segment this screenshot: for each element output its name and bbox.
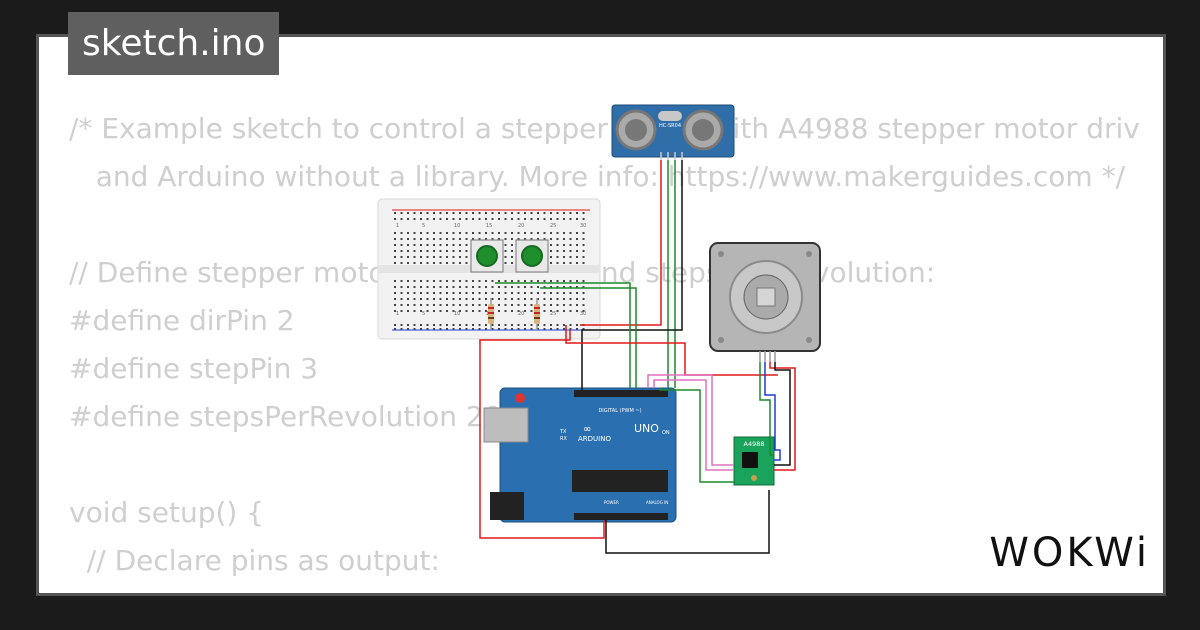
on-led-label: ON <box>662 430 670 436</box>
infinity-logo: ∞ <box>583 424 591 435</box>
power-label: POWER <box>604 500 619 505</box>
breadboard-col-label: 30 <box>580 311 586 317</box>
wokwi-logo: WOKWi <box>989 530 1150 576</box>
code-line: and Arduino without a library. More info… <box>69 160 1126 193</box>
breadboard-col-label: 10 <box>454 223 460 229</box>
breadboard-col-label: 15 <box>486 223 492 229</box>
resistor-2[interactable] <box>534 298 540 330</box>
breadboard-col-label: 10 <box>454 311 460 317</box>
analog-label: ANALOG IN <box>646 500 668 505</box>
a4988-driver[interactable]: A4988 <box>733 436 775 486</box>
breadboard-col-label: 20 <box>518 223 524 229</box>
tx-label: TX <box>559 429 567 435</box>
code-line: #define stepsPerRevolution 200 <box>69 400 520 433</box>
breadboard-col-label: 25 <box>550 311 556 317</box>
stepper-motor[interactable] <box>709 242 821 362</box>
code-line: // Declare pins as output: <box>69 544 440 577</box>
digital-header-label: DIGITAL (PWM ~) <box>598 408 641 414</box>
pushbutton-1[interactable] <box>470 239 504 273</box>
ultrasonic-label: HC-SR04 <box>659 123 681 129</box>
driver-label: A4988 <box>744 440 765 448</box>
rx-label: RX <box>560 436 567 442</box>
ultrasonic-sensor[interactable]: HC-SR04 <box>611 104 735 160</box>
arduino-model: UNO <box>634 422 659 435</box>
breadboard-col-label: 1 <box>396 223 399 229</box>
code-line: #define stepPin 3 <box>69 352 319 385</box>
breadboard-col-label: 25 <box>550 223 556 229</box>
breadboard-col-label: 5 <box>422 223 425 229</box>
wires <box>479 160 796 554</box>
code-line: pinMode(stepPin, OUTPUT); <box>69 585 1139 593</box>
breadboard-col-label: 20 <box>518 311 524 317</box>
code-line: #define dirPin 2 <box>69 304 295 337</box>
breadboard-col-label: 30 <box>580 223 586 229</box>
breadboard-col-label: 1 <box>396 311 399 317</box>
file-tab[interactable]: sketch.ino <box>68 12 280 75</box>
code-line: void setup() { <box>69 496 265 529</box>
resistor-1[interactable] <box>488 298 494 330</box>
pushbutton-2[interactable] <box>515 239 549 273</box>
arduino-uno[interactable]: DIGITAL (PWM ~) UNO ARDUINO ∞ ON TX RX P… <box>483 387 677 523</box>
breadboard-col-label: 5 <box>422 311 425 317</box>
arduino-brand: ARDUINO <box>578 435 611 443</box>
